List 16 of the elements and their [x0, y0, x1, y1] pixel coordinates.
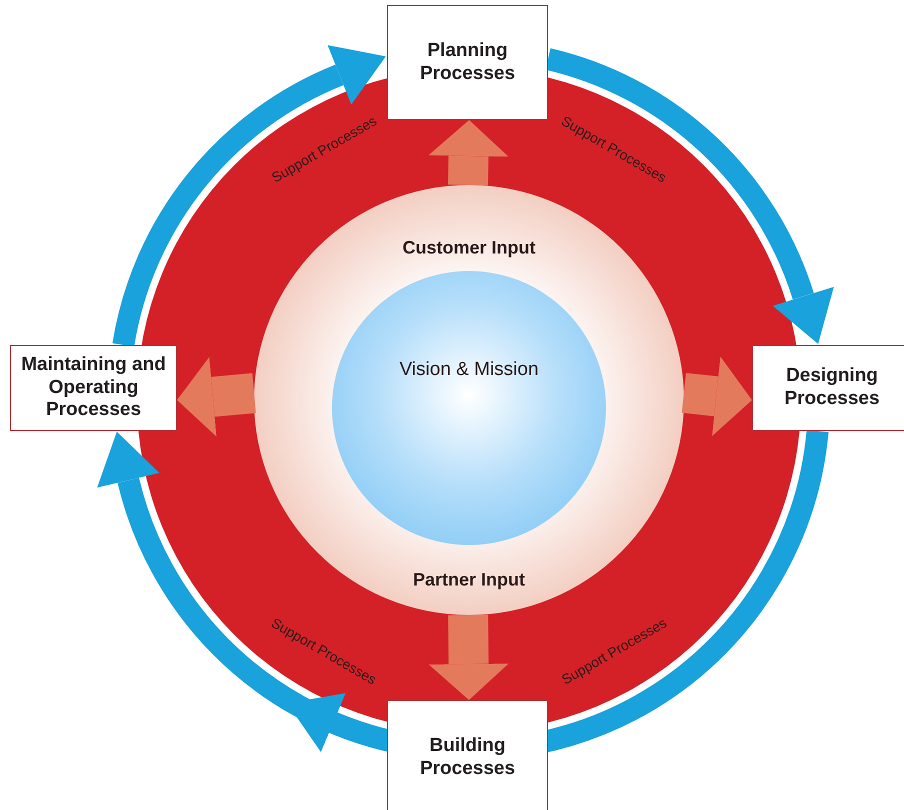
- process-box: [10, 345, 177, 431]
- input-arrow: [177, 356, 256, 437]
- box-label: Planning Processes: [418, 40, 516, 86]
- process-box: [752, 345, 904, 431]
- circle-label: Vision & Mission: [399, 359, 539, 381]
- cycle-arrow: [112, 46, 385, 348]
- input-label: Customer Input: [402, 238, 536, 258]
- input-arrow: [682, 356, 752, 436]
- process-box: [387, 5, 548, 120]
- box-label: Maintaining and Operating Processes: [20, 354, 167, 422]
- input-arrow: [428, 120, 508, 186]
- process-box: [387, 700, 548, 810]
- input-label: Partner Input: [413, 570, 525, 590]
- box-label: Designing Processes: [783, 365, 881, 411]
- box-label: Building Processes: [418, 734, 516, 780]
- input-arrow: [428, 614, 509, 700]
